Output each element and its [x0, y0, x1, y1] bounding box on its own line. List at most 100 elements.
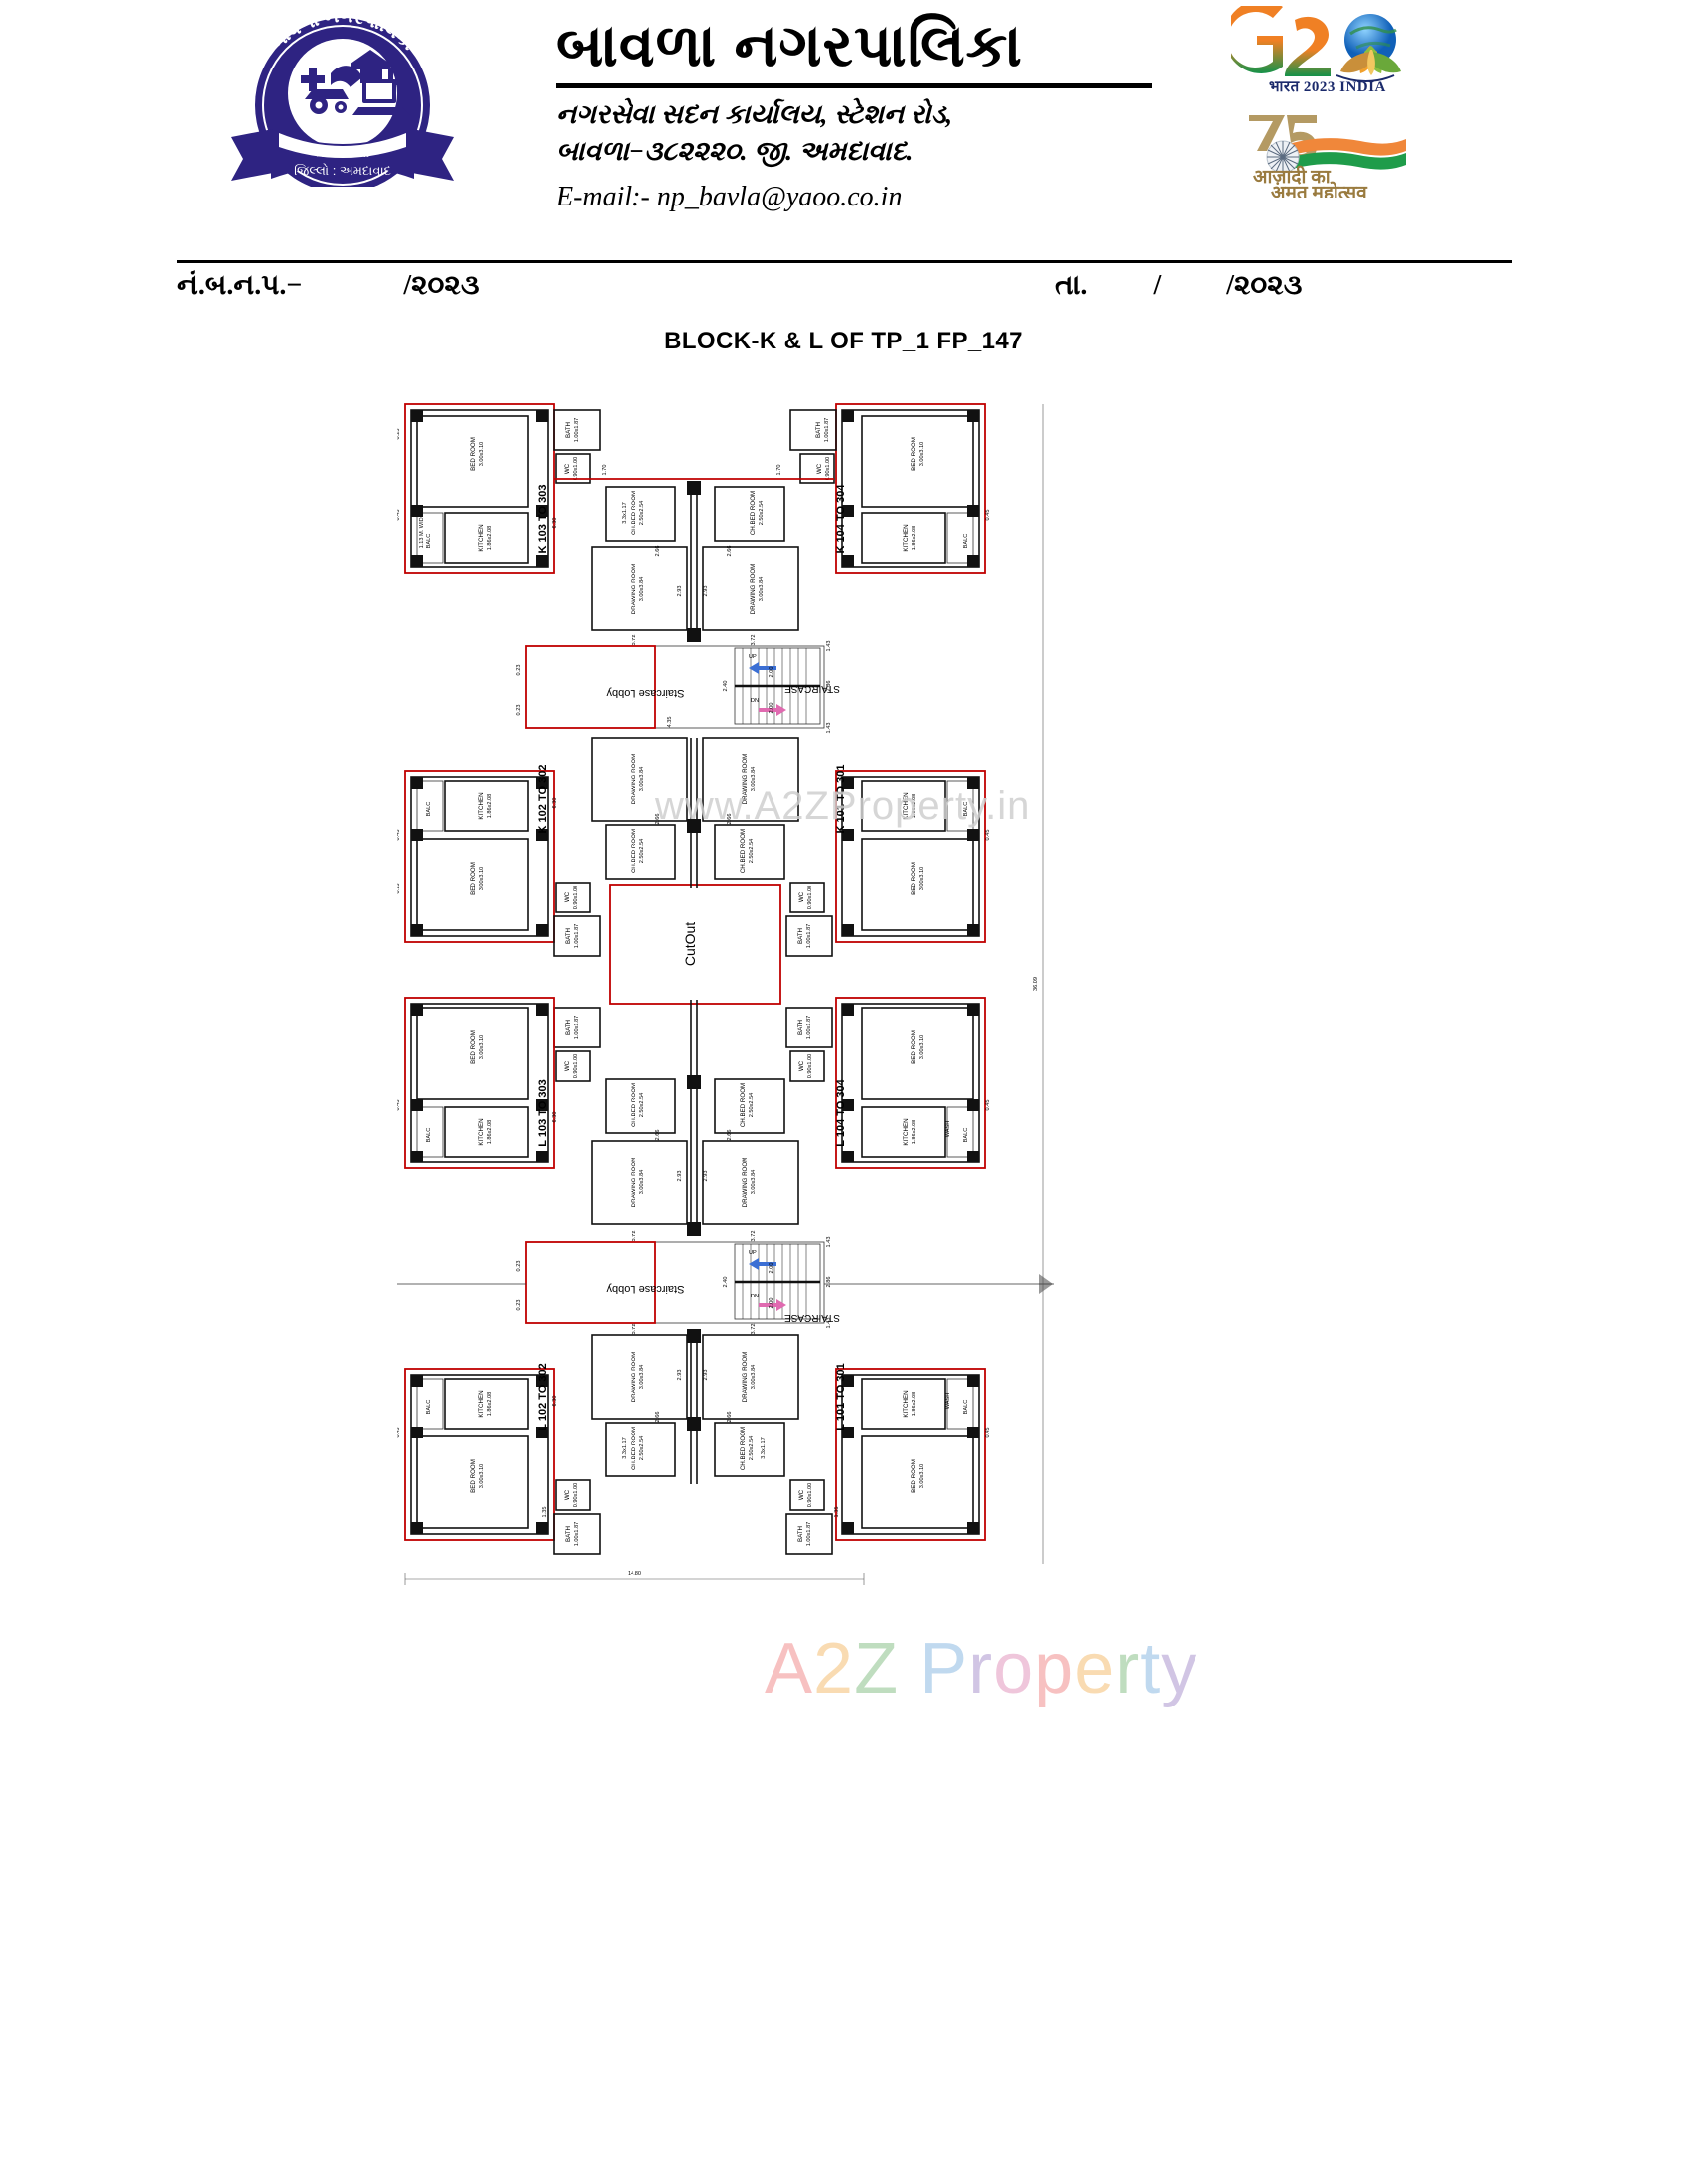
- g20-logo: भारत 2023 INDIA: [1224, 0, 1460, 97]
- svg-text:0.45: 0.45: [397, 1100, 401, 1111]
- svg-text:1.86x2.08: 1.86x2.08: [487, 1392, 492, 1417]
- unit-label-k104-to-304: K 104 TO 304: [835, 484, 847, 554]
- svg-text:2.93: 2.93: [677, 1370, 683, 1381]
- svg-text:2.00: 2.00: [769, 703, 774, 714]
- svg-text:6.30: 6.30: [552, 1396, 558, 1407]
- svg-text:2.50x2.54: 2.50x2.54: [749, 1093, 755, 1118]
- svg-text:3.72: 3.72: [751, 1324, 757, 1335]
- overall-dimensions: 36.09 14.80 0.23 0.45 0.45 0.15 0.45 0.4…: [397, 404, 1044, 1585]
- section-marker-right: [824, 1274, 1054, 1294]
- drawing-title: BLOCK-K & L OF TP_1 FP_147: [664, 328, 1023, 354]
- svg-text:1.00x1.87: 1.00x1.87: [574, 1522, 580, 1547]
- svg-text:1.00x1.87: 1.00x1.87: [574, 1016, 580, 1040]
- svg-text:0.23: 0.23: [516, 665, 522, 676]
- room-label-chbedroom-k102: CH.BED ROOM: [631, 829, 637, 873]
- plan-block-bottom: DRAWING ROOM 3.00x3.84 DRAWING ROOM 3.00…: [404, 1324, 986, 1555]
- label-cutout: CutOut: [682, 922, 698, 966]
- room-label-kitchen-l101: KITCHEN: [903, 1390, 910, 1417]
- room-label-chbedroom-k103: CH.BED ROOM: [631, 491, 637, 535]
- svg-text:6.30: 6.30: [552, 518, 558, 529]
- svg-text:3.00x3.10: 3.00x3.10: [479, 867, 485, 891]
- svg-text:3.00x3.84: 3.00x3.84: [759, 577, 765, 602]
- svg-text:0.45: 0.45: [985, 830, 991, 841]
- svg-text:1.86x2.08: 1.86x2.08: [912, 794, 917, 819]
- reference-number-field: નં.બ.ન.પ.− /૨૦૨૩: [177, 270, 480, 302]
- svg-text:3.00x3.84: 3.00x3.84: [751, 1170, 757, 1195]
- svg-text:3.00x3.10: 3.00x3.10: [919, 442, 925, 467]
- svg-text:3.3x1.17: 3.3x1.17: [622, 502, 628, 523]
- svg-text:WC: WC: [798, 891, 805, 902]
- label-staircase-bottom: STAIRCASE: [784, 1312, 840, 1323]
- room-label-kitchen-k101: KITCHEN: [903, 792, 910, 819]
- svg-text:3.00x3.84: 3.00x3.84: [751, 1365, 757, 1390]
- email-line: E-mail:- np_bavla@yaoo.co.in: [556, 178, 1192, 217]
- svg-text:1.00x1.87: 1.00x1.87: [574, 924, 580, 949]
- svg-text:1.86x2.08: 1.86x2.08: [487, 526, 492, 551]
- room-label-wc-k104: WC: [816, 463, 823, 474]
- reference-number-year: /૨૦૨૩: [403, 270, 480, 301]
- svg-text:0.45: 0.45: [397, 1428, 401, 1438]
- svg-text:1.00x1.87: 1.00x1.87: [574, 418, 580, 443]
- unit-label-l104-to-304: L 104 TO 304: [835, 1078, 847, 1146]
- email-label: E-mail:-: [556, 182, 650, 212]
- svg-text:3.00x3.10: 3.00x3.10: [919, 867, 925, 891]
- svg-text:2.50x2.54: 2.50x2.54: [639, 839, 645, 864]
- svg-text:1.43: 1.43: [826, 641, 832, 652]
- svg-text:2.50x2.54: 2.50x2.54: [639, 1093, 645, 1118]
- svg-text:2.40: 2.40: [723, 1277, 729, 1288]
- room-label-kitchen-l104: KITCHEN: [903, 1118, 910, 1145]
- overall-height-dimension: 36.09: [1033, 977, 1039, 991]
- svg-text:1.00x1.87: 1.00x1.87: [824, 418, 830, 443]
- svg-text:0.45: 0.45: [985, 1428, 991, 1438]
- seal-ribbon-line2: જિલ્લો : અમદાવાદ: [294, 163, 391, 178]
- room-label-wash-l104: WASH: [945, 1121, 951, 1138]
- svg-text:2.00: 2.00: [769, 667, 774, 678]
- unit-label-k101-to-301: K 101 TO 301: [835, 765, 847, 834]
- header-divider-rule: [177, 260, 1512, 263]
- svg-text:1.86x2.08: 1.86x2.08: [912, 1120, 917, 1145]
- svg-text:UP: UP: [749, 654, 757, 660]
- svg-text:0.90x1.00: 0.90x1.00: [807, 1483, 813, 1508]
- svg-text:0.23: 0.23: [516, 705, 522, 716]
- svg-text:3.72: 3.72: [632, 635, 637, 646]
- svg-text:0.90x1.00: 0.90x1.00: [573, 457, 579, 481]
- svg-text:3.00x3.10: 3.00x3.10: [479, 1464, 485, 1489]
- floor-plan-drawing: .wall{fill:none;stroke:#111;stroke-width…: [397, 392, 1092, 1842]
- date-field: તા. / /૨૦૨૩: [1055, 270, 1302, 302]
- svg-text:UP: UP: [749, 1250, 757, 1256]
- room-label-kitchen-l103: KITCHEN: [478, 1118, 485, 1145]
- svg-text:0.23: 0.23: [516, 1261, 522, 1272]
- svg-text:BATH: BATH: [797, 928, 804, 944]
- room-label-kitchen-k104: KITCHEN: [903, 524, 910, 551]
- svg-text:1.70: 1.70: [776, 465, 782, 476]
- svg-text:3.00x3.10: 3.00x3.10: [919, 1035, 925, 1060]
- svg-text:2.93: 2.93: [703, 586, 709, 597]
- room-label-bedroom-k102: BED ROOM: [470, 862, 477, 895]
- svg-text:DN: DN: [751, 1294, 759, 1299]
- svg-text:DN: DN: [751, 698, 759, 704]
- unit-label-l103-to-303: L 103 TO 303: [537, 1079, 549, 1146]
- svg-text:2.66: 2.66: [655, 546, 661, 557]
- room-label-drawingroom-k101: DRAWING ROOM: [742, 754, 749, 805]
- room-label-bedroom-l104: BED ROOM: [911, 1030, 917, 1064]
- room-label-kitchen-l102: KITCHEN: [478, 1390, 485, 1417]
- room-label-chbedroom-l101: CH.BED ROOM: [740, 1427, 747, 1470]
- svg-text:1.35: 1.35: [542, 1507, 548, 1518]
- svg-text:2.50x2.54: 2.50x2.54: [759, 501, 765, 526]
- svg-text:2.00: 2.00: [769, 1298, 774, 1309]
- svg-text:4.35: 4.35: [667, 717, 673, 728]
- label-staircase-top: STAIRCASE: [784, 683, 840, 694]
- svg-text:2.86: 2.86: [826, 681, 832, 692]
- svg-text:0.45: 0.45: [985, 1100, 991, 1111]
- overall-width-dimension: 14.80: [628, 1571, 641, 1577]
- svg-text:0.90x1.00: 0.90x1.00: [573, 1483, 579, 1508]
- room-label-balc-k102: BALC: [426, 802, 432, 817]
- room-label-bedroom-l102: BED ROOM: [470, 1459, 477, 1493]
- svg-text:3.00x3.84: 3.00x3.84: [639, 767, 645, 792]
- svg-text:2.00: 2.00: [769, 1263, 774, 1274]
- svg-text:3.72: 3.72: [632, 1324, 637, 1335]
- svg-text:3.72: 3.72: [751, 635, 757, 646]
- arrow-dn-bottom: DN: [751, 1294, 786, 1311]
- arrow-up-top: UP: [749, 654, 776, 674]
- svg-text:0.45: 0.45: [397, 830, 401, 841]
